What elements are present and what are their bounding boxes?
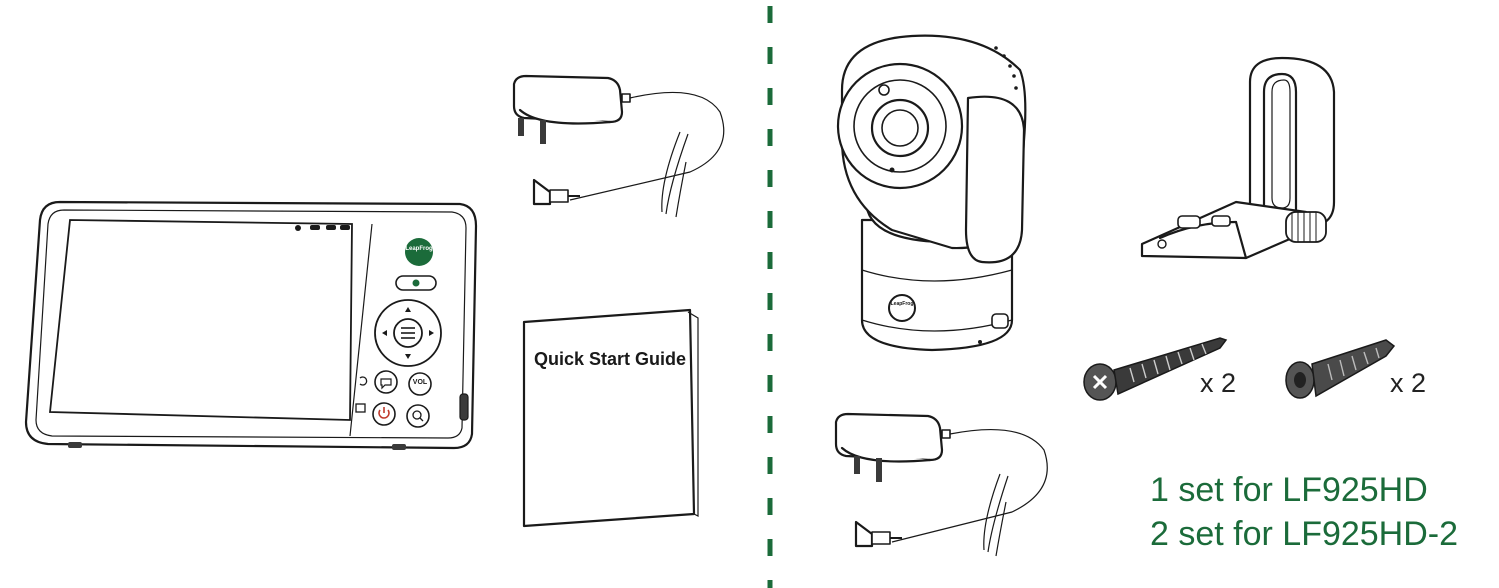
wall-mount-bracket: [1140, 56, 1336, 260]
monitor-logo-text: LeapFrog: [405, 246, 433, 252]
set-note: 1 set for LF925HD 2 set for LF925HD-2: [1150, 468, 1458, 556]
vol-button-label: VOL: [412, 379, 428, 386]
monitor-power-adapter: [512, 74, 725, 218]
anchor-quantity: x 2: [1390, 368, 1427, 398]
monitor-logo-badge: [405, 238, 433, 266]
quick-start-guide-booklet: [522, 308, 699, 528]
wall-screw: [1083, 337, 1228, 401]
set-note-line-2: 2 set for LF925HD-2: [1150, 515, 1459, 553]
camera-logo-text: LeapFrog: [890, 301, 914, 307]
baby-camera: LeapFrog: [832, 30, 1032, 360]
wall-anchor: [1285, 339, 1396, 399]
camera-logo-badge: [888, 294, 916, 322]
screw-quantity: x 2: [1200, 368, 1237, 398]
quick-start-guide-title: Quick Start Guide: [534, 349, 687, 369]
dashed-divider: [767, 6, 773, 588]
parent-monitor: LeapFrog VOL: [20, 198, 480, 456]
set-note-line-1: 1 set for LF925HD: [1150, 471, 1428, 509]
camera-power-adapter: [834, 412, 1048, 557]
